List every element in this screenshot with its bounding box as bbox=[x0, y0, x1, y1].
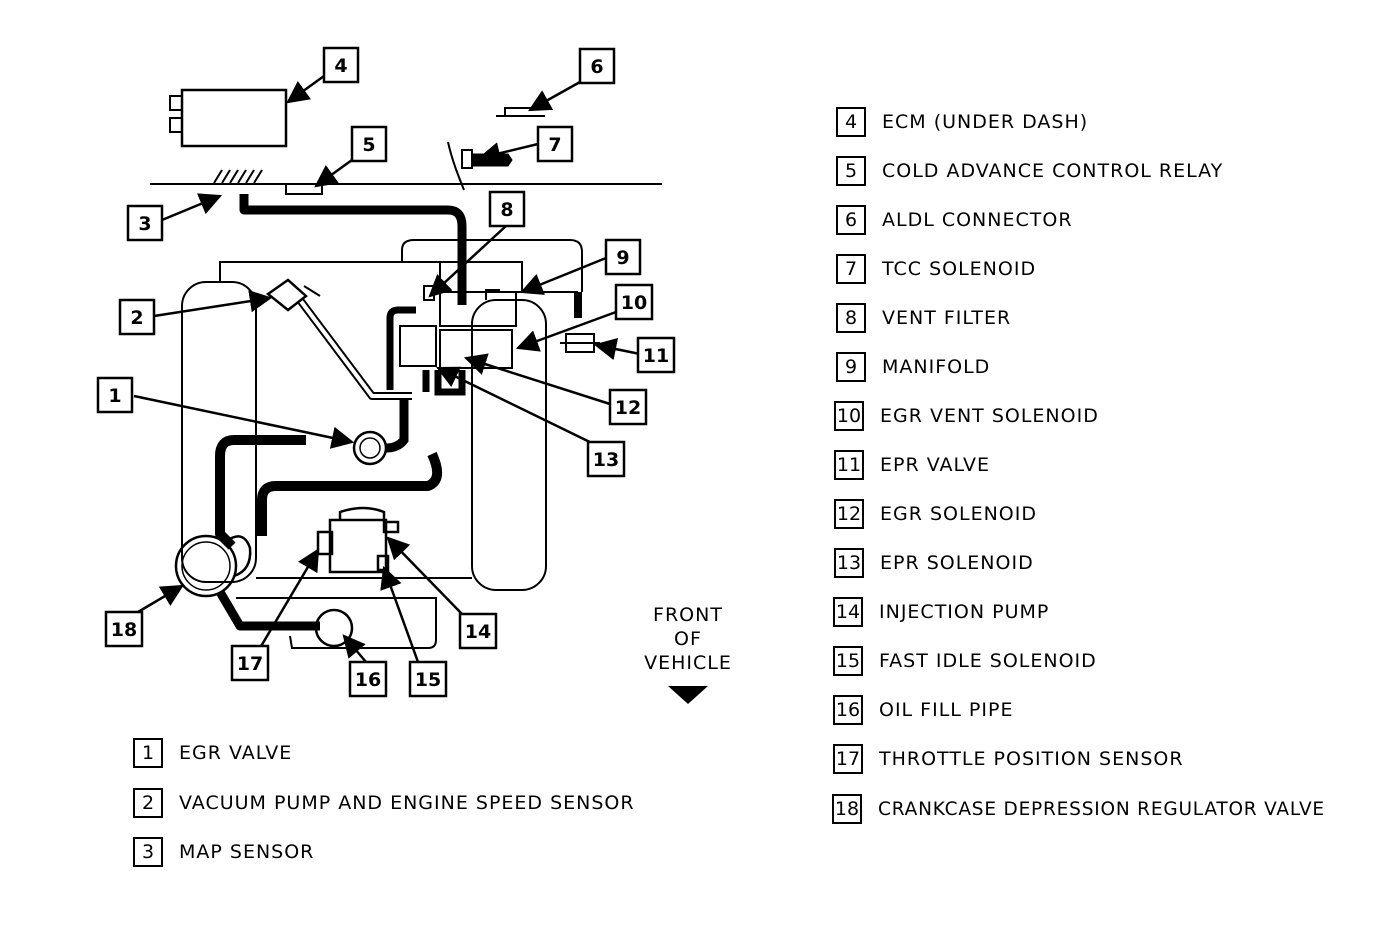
legend-right-item: 9 MANIFOLD bbox=[836, 350, 990, 384]
legend-left-item: 3 MAP SENSOR bbox=[133, 835, 314, 869]
legend-number: 4 bbox=[836, 107, 866, 137]
pump-tube bbox=[296, 297, 412, 400]
legend-number: 9 bbox=[836, 352, 866, 382]
legend-right-item: 10 EGR VENT SOLENOID bbox=[834, 399, 1099, 433]
legend-number: 1 bbox=[133, 738, 163, 768]
legend-right-item: 13 EPR SOLENOID bbox=[834, 546, 1034, 580]
aldl-connector bbox=[504, 107, 538, 116]
front-of-vehicle-note: FRONT OF VEHICLE bbox=[632, 603, 744, 675]
callout-4: 4 bbox=[334, 55, 347, 77]
legend-number: 16 bbox=[833, 695, 863, 725]
front-note-line3: VEHICLE bbox=[644, 652, 732, 674]
legend-number: 7 bbox=[836, 254, 866, 284]
legend-label: OIL FILL PIPE bbox=[879, 699, 1014, 721]
legend-right-item: 5 COLD ADVANCE CONTROL RELAY bbox=[836, 154, 1223, 188]
legend-right-item: 6 ALDL CONNECTOR bbox=[836, 203, 1073, 237]
legend-label: VACUUM PUMP AND ENGINE SPEED SENSOR bbox=[179, 792, 635, 814]
vacuum-hose-main bbox=[239, 194, 467, 305]
legend-right-item: 12 EGR SOLENOID bbox=[834, 497, 1037, 531]
legend-label: CRANKCASE DEPRESSION REGULATOR VALVE bbox=[878, 798, 1325, 820]
legend-label: EGR VENT SOLENOID bbox=[880, 405, 1099, 427]
vacuum-pump bbox=[265, 278, 321, 312]
callout-1: 1 bbox=[108, 385, 121, 407]
return-hose-lower bbox=[257, 451, 443, 536]
map-sensor bbox=[213, 169, 263, 184]
legend-number: 5 bbox=[836, 156, 866, 186]
legend-right-item: 15 FAST IDLE SOLENOID bbox=[833, 644, 1097, 678]
callout-12: 12 bbox=[615, 397, 641, 419]
legend-right-item: 4 ECM (UNDER DASH) bbox=[836, 105, 1088, 139]
oil-fill-pipe bbox=[314, 608, 354, 648]
legend-number: 13 bbox=[834, 548, 864, 578]
legend-left-item: 1 EGR VALVE bbox=[133, 736, 292, 770]
legend-number: 10 bbox=[834, 401, 864, 431]
callout-16: 16 bbox=[355, 669, 381, 691]
legend-label: VENT FILTER bbox=[882, 307, 1012, 329]
legend-right-item: 7 TCC SOLENOID bbox=[836, 252, 1036, 286]
legend-number: 6 bbox=[836, 205, 866, 235]
legend-label: TCC SOLENOID bbox=[882, 258, 1037, 280]
legend-left-item: 2 VACUUM PUMP AND ENGINE SPEED SENSOR bbox=[133, 786, 635, 820]
oil-pan bbox=[236, 597, 437, 649]
legend-number: 3 bbox=[133, 837, 163, 867]
callout-17: 17 bbox=[237, 653, 263, 675]
callout-8: 8 bbox=[500, 199, 513, 221]
legend-label: EGR VALVE bbox=[179, 742, 293, 764]
callout-5: 5 bbox=[362, 134, 375, 156]
legend-number: 14 bbox=[833, 597, 863, 627]
legend-label: COLD ADVANCE CONTROL RELAY bbox=[882, 160, 1224, 182]
callout-14: 14 bbox=[465, 621, 491, 643]
legend-label: EGR SOLENOID bbox=[880, 503, 1037, 525]
cdr-hose bbox=[216, 589, 320, 631]
callout-boxes: 4 5 6 7 3 8 9 10 2 11 1 12 13 18 14 17 1 bbox=[96, 46, 676, 698]
callout-9: 9 bbox=[616, 247, 629, 269]
front-arrow bbox=[668, 686, 708, 704]
legend-number: 12 bbox=[834, 499, 864, 529]
legend-right-item: 11 EPR VALVE bbox=[834, 448, 990, 482]
callout-13: 13 bbox=[593, 449, 619, 471]
legend-label: FAST IDLE SOLENOID bbox=[879, 650, 1097, 672]
legend-label: THROTTLE POSITION SENSOR bbox=[879, 748, 1184, 770]
front-note-line2: OF bbox=[674, 628, 702, 650]
legend-number: 17 bbox=[833, 744, 863, 774]
callout-7: 7 bbox=[548, 134, 561, 156]
legend-label: MAP SENSOR bbox=[179, 841, 315, 863]
legend-right-item: 17 THROTTLE POSITION SENSOR bbox=[833, 742, 1184, 776]
cold-advance-relay bbox=[285, 184, 323, 195]
callout-3: 3 bbox=[138, 213, 151, 235]
injection-pump bbox=[316, 506, 400, 574]
callout-18: 18 bbox=[111, 619, 137, 641]
callout-15: 15 bbox=[415, 669, 441, 691]
cdr-valve bbox=[174, 534, 252, 598]
legend-number: 11 bbox=[834, 450, 864, 480]
legend-right-item: 16 OIL FILL PIPE bbox=[833, 693, 1013, 727]
legend-right-item: 18 CRANKCASE DEPRESSION REGULATOR VALVE bbox=[832, 792, 1325, 826]
legend-number: 18 bbox=[832, 794, 862, 824]
legend-label: INJECTION PUMP bbox=[879, 601, 1050, 623]
egr-valve bbox=[352, 430, 388, 466]
callout-11: 11 bbox=[643, 345, 669, 367]
solenoid-hose bbox=[386, 306, 416, 390]
legend-number: 15 bbox=[833, 646, 863, 676]
callout-6: 6 bbox=[590, 56, 603, 78]
legend-label: ALDL CONNECTOR bbox=[882, 209, 1073, 231]
callout-10: 10 bbox=[621, 292, 647, 314]
legend-label: MANIFOLD bbox=[882, 356, 991, 378]
return-hose-upper bbox=[215, 435, 306, 550]
legend-number: 8 bbox=[836, 303, 866, 333]
leader-lines bbox=[133, 74, 641, 663]
legend-number: 2 bbox=[133, 788, 163, 818]
legend-right-item: 8 VENT FILTER bbox=[836, 301, 1011, 335]
legend-label: EPR VALVE bbox=[880, 454, 990, 476]
egr-hose bbox=[385, 398, 409, 453]
front-note-line1: FRONT bbox=[653, 604, 723, 626]
legend-label: ECM (UNDER DASH) bbox=[882, 111, 1089, 133]
legend-label: EPR SOLENOID bbox=[880, 552, 1034, 574]
tcc-solenoid bbox=[447, 141, 513, 191]
legend-right-item: 14 INJECTION PUMP bbox=[833, 595, 1049, 629]
callout-2: 2 bbox=[130, 307, 143, 329]
ecm-unit bbox=[169, 88, 288, 148]
